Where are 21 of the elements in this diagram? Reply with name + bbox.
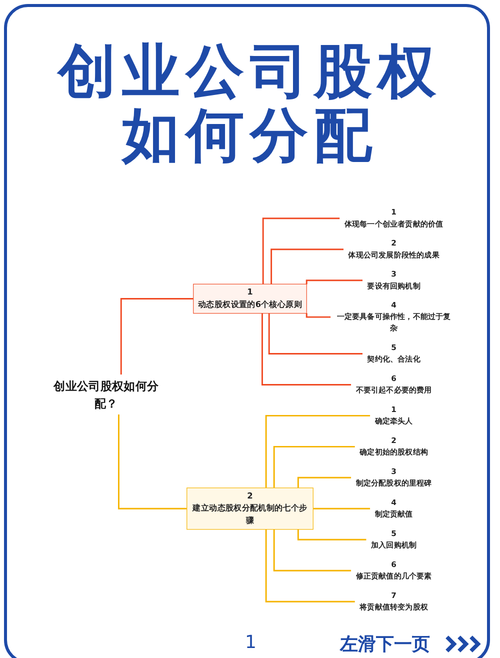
page-number: 1 <box>245 632 256 653</box>
connector <box>297 476 352 488</box>
title: 创业公司股权如何分配 <box>56 40 443 168</box>
connector <box>265 414 370 488</box>
connector <box>268 313 363 354</box>
connector <box>306 313 331 318</box>
node-box: 2 建立动态股权分配机制的七个步骤 <box>186 488 314 530</box>
swipe-hint: 左滑下一页 <box>340 633 430 656</box>
node-text: 创业公司股权如何分配？ <box>54 378 159 410</box>
connector <box>273 529 352 572</box>
connector <box>118 414 187 510</box>
connector <box>265 529 355 602</box>
connector <box>312 508 370 510</box>
connector <box>262 218 340 284</box>
connector <box>120 298 194 375</box>
connector <box>262 313 352 386</box>
connector <box>306 280 363 284</box>
connector <box>297 529 366 540</box>
node-box: 1 动态股权设置的6个核心原则 <box>193 284 307 314</box>
connector <box>270 248 344 284</box>
connector <box>273 446 355 488</box>
